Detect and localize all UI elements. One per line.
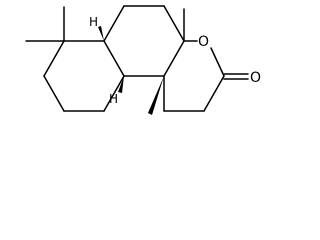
bond-c3-c2 — [43, 75, 65, 112]
wedge-methyl-c9 — [148, 76, 164, 115]
h-label-bottom: H — [109, 92, 118, 106]
h-label-top: H — [89, 15, 98, 29]
ring-oxygen-label: O — [198, 34, 209, 50]
wedge-h-c5 — [98, 26, 104, 41]
bond-o-ring-c-carbonyl — [210, 47, 225, 77]
molecular-structure: O O H H — [25, 5, 261, 115]
wedge-h-c10 — [118, 76, 124, 93]
bond-c8-c9 — [163, 40, 185, 77]
bond-c5-c6 — [103, 5, 125, 42]
bond-c-carbonyl-c12 — [203, 75, 225, 112]
bond-c7-c8 — [163, 5, 185, 42]
carbonyl-oxygen-label: O — [250, 70, 261, 86]
bond-c4-c3 — [43, 40, 65, 77]
bond-c1-c10 — [103, 75, 125, 112]
bond-c10-c5 — [103, 40, 125, 77]
